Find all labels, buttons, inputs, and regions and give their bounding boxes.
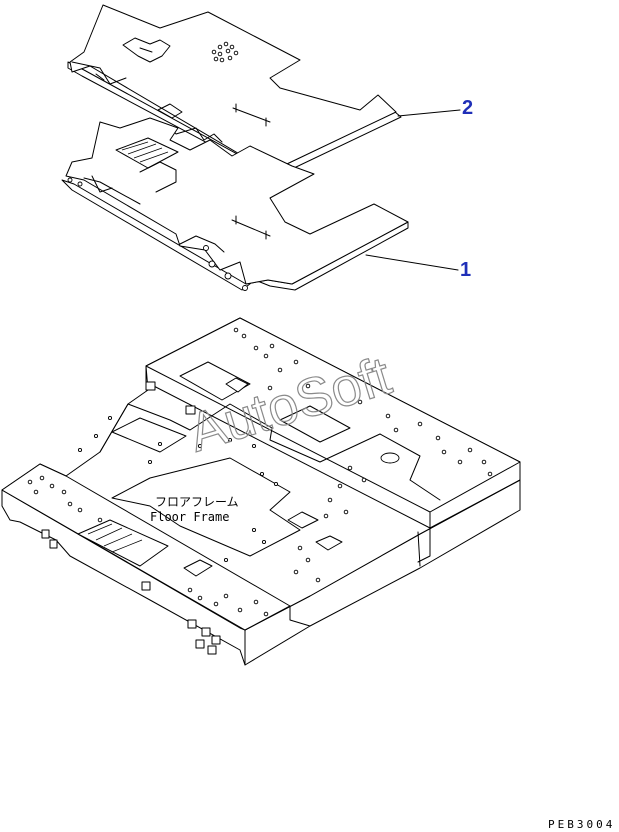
- drawing-code: PEB3004: [548, 818, 615, 831]
- floor-frame-label-jp: フロアフレーム: [155, 495, 239, 509]
- callout-number-2: 2: [462, 97, 473, 119]
- callout-1[interactable]: 1: [365, 254, 471, 281]
- floor-frame[interactable]: フロアフレーム Floor Frame: [1, 317, 521, 666]
- floor-frame-label-en: Floor Frame: [150, 510, 229, 524]
- drain-hole-pattern: [211, 41, 239, 63]
- floor-plate-part-1[interactable]: [61, 117, 409, 291]
- callout-number-1: 1: [460, 259, 471, 281]
- frame-fittings: [41, 381, 221, 655]
- frame-bolt-holes: [27, 327, 493, 617]
- callout-2[interactable]: 2: [397, 97, 473, 119]
